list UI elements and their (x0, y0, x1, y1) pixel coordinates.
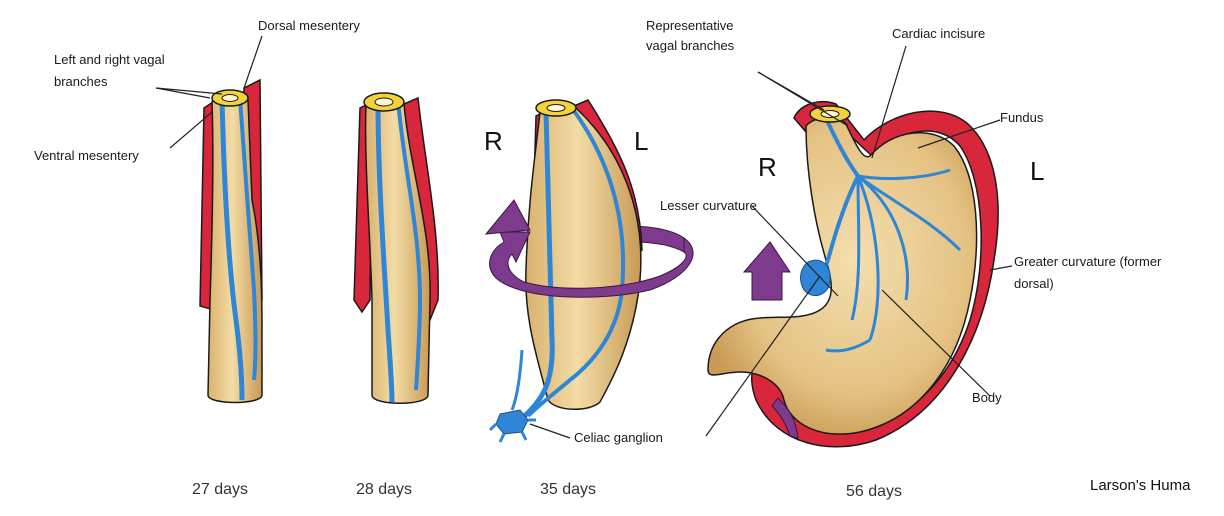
stage-label-35: 35 days (540, 481, 596, 498)
stage-27-days (199, 78, 263, 404)
label-vagal-branches-line2: branches (54, 74, 108, 89)
orientation-r-35: R (484, 126, 503, 156)
right-vagus-35 (518, 111, 555, 422)
rotation-arrow-56 (742, 241, 791, 301)
rotation-arrowhead (484, 199, 531, 235)
duodenum-56 (771, 397, 799, 439)
celiac-ganglion-56 (800, 259, 831, 297)
label-vagal-branches-line1: Left and right vagal (54, 52, 165, 67)
right-vagus-27 (219, 99, 245, 401)
right-vagus-28 (375, 101, 395, 403)
left-vagus-28 (396, 99, 423, 391)
label-representative-line2: vagal branches (646, 38, 735, 53)
stage-56-days (707, 100, 999, 448)
credit-text: Larson's Huma (1090, 477, 1191, 494)
stage-label-56: 56 days (846, 483, 902, 500)
label-dorsal-mesentery: Dorsal mesentery (258, 18, 360, 33)
label-ventral-mesentery: Ventral mesentery (34, 148, 139, 163)
label-fundus: Fundus (1000, 110, 1044, 125)
stomach-56 (707, 116, 978, 435)
label-lesser-curvature: Lesser curvature (660, 198, 757, 213)
stage-label-28: 28 days (356, 481, 412, 498)
label-cardiac-incisure: Cardiac incisure (892, 26, 985, 41)
greater-curvature-mesentery (750, 100, 999, 448)
stomach-35 (525, 103, 642, 410)
left-vagus-35 (526, 106, 626, 418)
orientation-l-35: L (634, 126, 648, 156)
leader-lines (155, 35, 1013, 439)
vagal-branches-56 (810, 117, 962, 353)
label-representative-line1: Representative (646, 18, 733, 33)
stage-35-days (484, 99, 694, 443)
label-greater-curvature-line1: Greater curvature (former (1014, 254, 1162, 269)
celiac-ganglion-35 (488, 409, 536, 443)
orientation-r-56: R (758, 152, 777, 182)
label-body: Body (972, 390, 1002, 405)
orientation-l-56: L (1030, 156, 1044, 186)
label-celiac-ganglion: Celiac ganglion (574, 430, 663, 445)
stage-label-27: 27 days (192, 481, 248, 498)
stage-28-days (353, 92, 439, 404)
label-greater-curvature-line2: dorsal) (1014, 276, 1054, 291)
left-vagus-27 (238, 97, 258, 381)
